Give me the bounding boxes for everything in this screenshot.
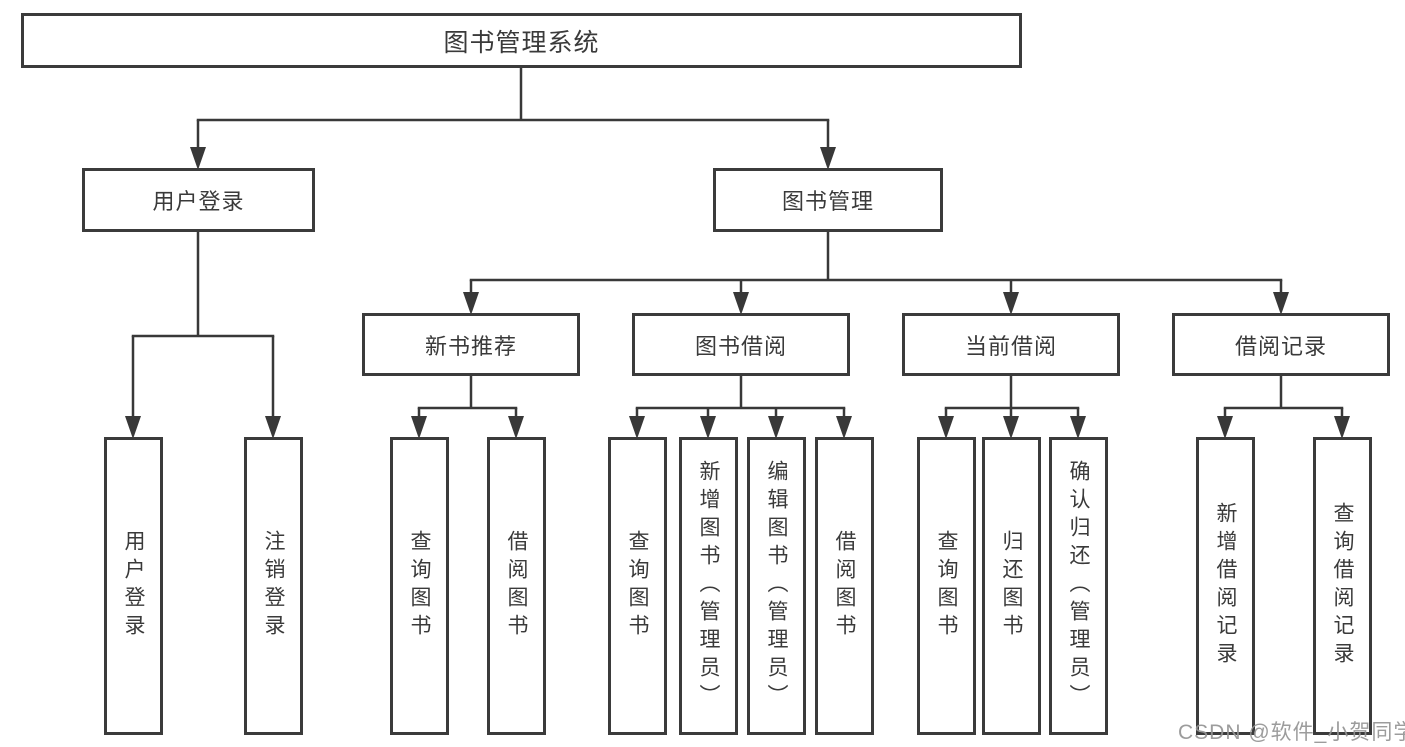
leaf-user-login: 用户登录 bbox=[104, 437, 163, 735]
leaf-query-books-under-recommend: 查询图书 bbox=[390, 437, 449, 735]
leaf-query-books-under-borrowing: 查询图书 bbox=[608, 437, 667, 735]
node-book-borrowing: 图书借阅 bbox=[632, 313, 850, 376]
node-label: 用户登录 bbox=[152, 189, 245, 214]
node-label: 编辑图书（管理员） bbox=[765, 460, 788, 712]
leaf-add-book-admin: 新增图书（管理员） bbox=[679, 437, 738, 735]
node-book-management: 图书管理 bbox=[713, 168, 943, 232]
node-label: 查询借阅记录 bbox=[1331, 502, 1354, 670]
node-label: 归还图书 bbox=[1000, 530, 1023, 642]
node-new-book-recommendation: 新书推荐 bbox=[362, 313, 580, 376]
node-label: 图书借阅 bbox=[694, 333, 787, 359]
node-label: 查询图书 bbox=[408, 530, 431, 642]
node-library-management-system: 图书管理系统 bbox=[21, 13, 1022, 68]
leaf-logout: 注销登录 bbox=[244, 437, 303, 735]
node-label: 新增借阅记录 bbox=[1214, 502, 1237, 670]
node-label: 确认归还（管理员） bbox=[1067, 460, 1090, 712]
node-borrowing-records: 借阅记录 bbox=[1172, 313, 1390, 376]
leaf-return-book: 归还图书 bbox=[982, 437, 1041, 735]
node-label: 新书推荐 bbox=[424, 333, 517, 359]
node-label: 图书管理 bbox=[781, 189, 874, 214]
leaf-query-borrow-record: 查询借阅记录 bbox=[1313, 437, 1372, 735]
leaf-edit-book-admin: 编辑图书（管理员） bbox=[747, 437, 806, 735]
leaf-borrow-books-under-borrowing: 借阅图书 bbox=[815, 437, 874, 735]
node-label: 新增图书（管理员） bbox=[697, 460, 720, 712]
leaf-add-borrow-record: 新增借阅记录 bbox=[1196, 437, 1255, 735]
node-label: 注销登录 bbox=[262, 530, 285, 642]
node-label: 当前借阅 bbox=[964, 333, 1057, 359]
watermark: CSDN @软件_小贺同学 bbox=[1178, 721, 1405, 744]
leaf-borrow-books-under-recommend: 借阅图书 bbox=[487, 437, 546, 735]
node-label: 借阅图书 bbox=[833, 530, 856, 642]
node-label: 查询图书 bbox=[935, 530, 958, 642]
node-label: 图书管理系统 bbox=[443, 28, 600, 57]
node-label: 查询图书 bbox=[626, 530, 649, 642]
node-label: 借阅记录 bbox=[1234, 333, 1327, 359]
node-current-borrowing: 当前借阅 bbox=[902, 313, 1120, 376]
node-user-login: 用户登录 bbox=[82, 168, 315, 232]
leaf-confirm-return-admin: 确认归还（管理员） bbox=[1049, 437, 1108, 735]
leaf-query-books-under-current: 查询图书 bbox=[917, 437, 976, 735]
node-label: 用户登录 bbox=[122, 530, 145, 642]
node-label: 借阅图书 bbox=[505, 530, 528, 642]
